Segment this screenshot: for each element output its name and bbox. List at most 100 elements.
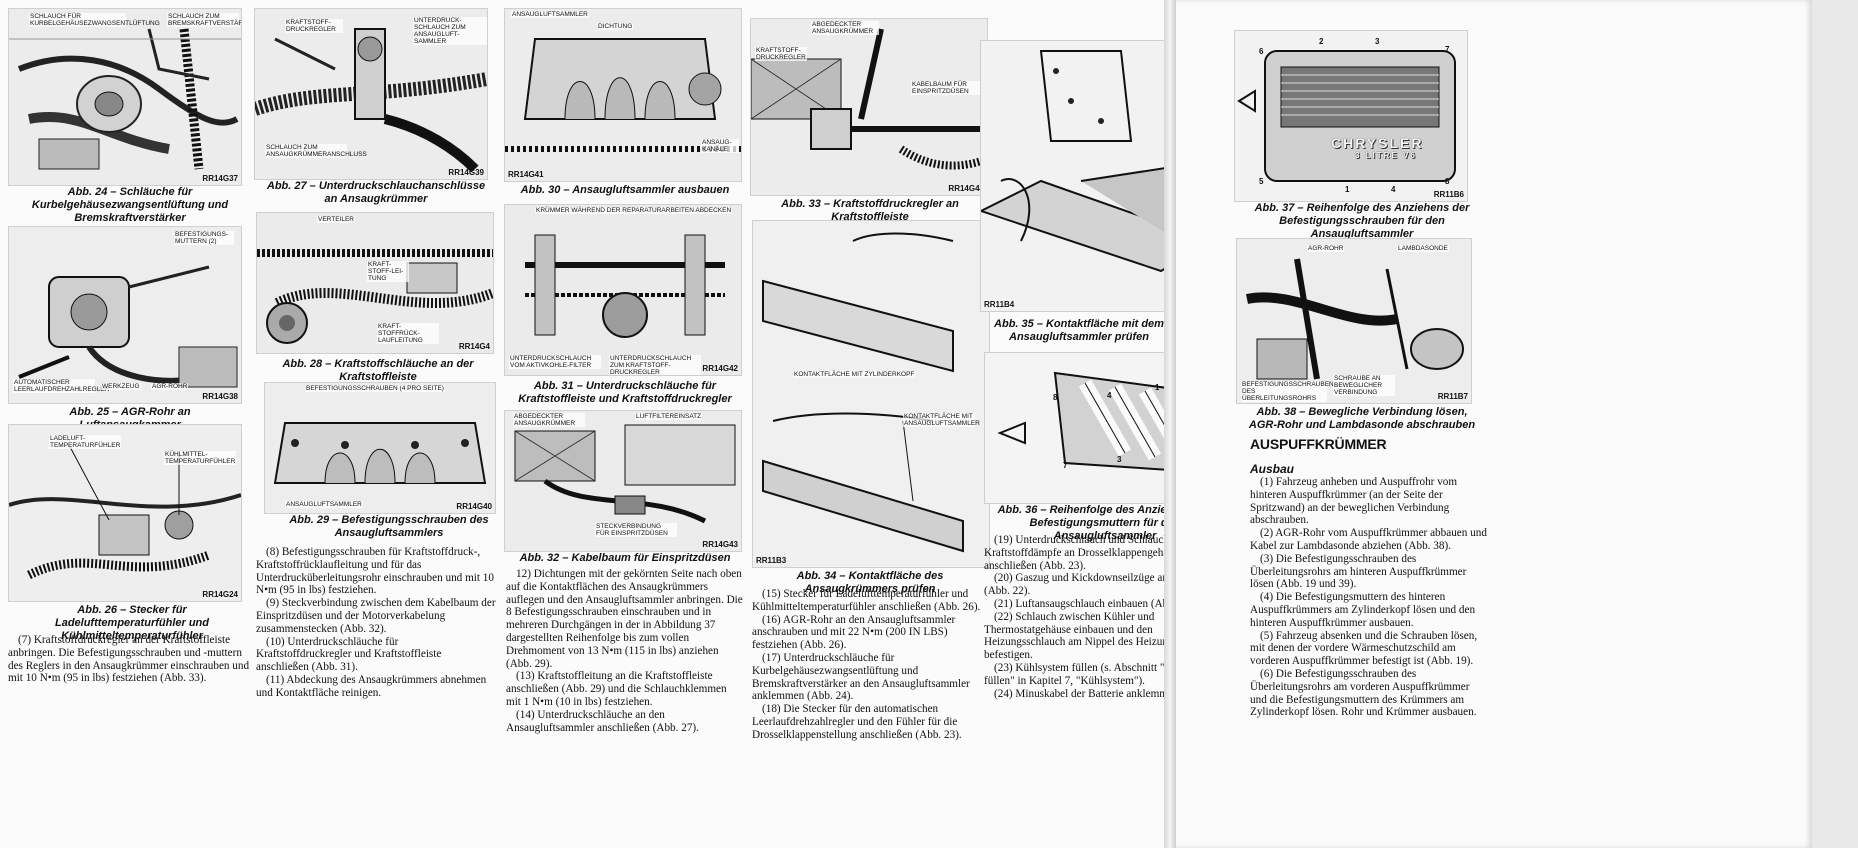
- figure-id: RR11B3: [756, 556, 787, 565]
- figure-id: RR14G4: [458, 342, 490, 351]
- sequence-number: 7: [1063, 461, 1068, 470]
- figure-caption: Abb. 30 – Ansaugluftsammler ausbauen: [520, 184, 730, 196]
- figure-caption: Abb. 36 – Reihenfolge des Anziehens der …: [997, 504, 1168, 542]
- left-page: SCHLAUCH FÜR KURBELGEHÄUSEZWANGSENTLÜFTU…: [0, 0, 1168, 848]
- sequence-number: 4: [1391, 185, 1396, 194]
- section-subheading: Ausbau: [1250, 462, 1295, 476]
- figure-abb-37: CHRYSLER 3 LITRE V6 6 2 3 7 5 1 4 8 RR11…: [1234, 30, 1468, 202]
- figure-abb-25: BEFESTIGUNGS-MUTTERN (2) AUTOMATISCHER L…: [8, 226, 242, 404]
- figure-abb-36: 8 4 1 5 7 3 2 6 RR11B5: [984, 352, 1168, 504]
- figure-callout: ABGEDECKTER ANSAUGKRÜMMER: [811, 21, 879, 35]
- text-column-4: (15) Stecker für Ladelufttemperaturfühle…: [752, 588, 990, 742]
- figure-callout: DICHTUNG: [597, 23, 634, 30]
- brand-logo: CHRYSLER: [1331, 135, 1424, 151]
- figure-callout: KRAFT-STOFFRÜCK-LAUFLEITUNG: [377, 323, 439, 344]
- text-column-2: (8) Befestigungsschrauben für Kraftstoff…: [256, 546, 496, 700]
- figure-abb-30: ANSAUGLUFTSAMMLER DICHTUNG ANSAUG-KANÄLE…: [504, 8, 742, 182]
- paragraph: (14) Unterdruckschläuche an den Ansauglu…: [506, 708, 699, 734]
- paragraph: (4) Die Befestigungsmuttern des hinteren…: [1250, 591, 1476, 629]
- engine-illustration: [9, 227, 241, 403]
- paragraph: (3) Die Befestigungsschrauben des Überle…: [1250, 552, 1467, 591]
- figure-callout: KRAFTSTOFF-DRUCKREGLER: [755, 47, 807, 61]
- paragraph: (19) Unterdruckschlauch und Schlauch für…: [984, 534, 1168, 572]
- figure-callout: SCHLAUCH ZUM BREMSKRAFTVERSTÄRKER: [167, 13, 241, 27]
- figure-abb-33: ABGEDECKTER ANSAUGKRÜMMER KRAFTSTOFF-DRU…: [750, 18, 988, 196]
- sequence-number: 7: [1445, 45, 1450, 54]
- sequence-number: 8: [1053, 393, 1058, 402]
- figure-abb-31: KRÜMMER WÄHREND DER REPARATURARBEITEN AB…: [504, 204, 742, 376]
- paragraph: (13) Kraftstoffleitung an die Kraftstoff…: [506, 670, 727, 708]
- figure-caption: Abb. 38 – Bewegliche Verbindung lösen, A…: [1248, 406, 1476, 431]
- figure-callout: KÜHLMITTEL-TEMPERATURFÜHLER: [164, 451, 236, 465]
- figure-callout: ANSAUGLUFTSAMMLER: [285, 501, 363, 508]
- figure-callout: AGR-ROHR: [1307, 245, 1345, 252]
- text-column-6: (1) Fahrzeug anheben und Auspuffrohr vom…: [1250, 476, 1488, 719]
- figure-abb-28: VERTEILER KRAFT-STOFF-LEI-TUNG KRAFT-STO…: [256, 212, 494, 354]
- engine-illustration: [257, 213, 493, 353]
- figure-callout: AGR-ROHR: [151, 383, 189, 390]
- page-gutter: [1164, 0, 1176, 848]
- figure-callout: AUTOMATISCHER LEERLAUFDREHZAHLREGLER: [13, 379, 110, 393]
- sequence-number: 8: [1445, 177, 1450, 186]
- sequence-number: 5: [1259, 177, 1264, 186]
- paragraph: (23) Kühlsystem füllen (s. Abschnitt "Kü…: [984, 661, 1168, 687]
- paragraph: (8) Befestigungsschrauben für Kraftstoff…: [256, 546, 494, 597]
- sequence-number: 1: [1155, 383, 1160, 392]
- paragraph: (1) Fahrzeug anheben und Auspuffrohr vom…: [1250, 476, 1458, 527]
- figure-abb-34: KONTAKTFLÄCHE MIT ZYLINDERKOPF KONTAKTFL…: [752, 220, 990, 568]
- figure-callout: KONTAKTFLÄCHE MIT ZYLINDERKOPF: [793, 371, 916, 378]
- engine-illustration: [505, 9, 741, 181]
- gasket-illustration: [985, 353, 1168, 503]
- paragraph: (7) Kraftstoffdruckregler an der Kraftst…: [8, 634, 250, 685]
- figure-id: RR14G42: [702, 364, 738, 373]
- figure-id: RR14G44: [948, 184, 984, 193]
- figure-callout: UNTERDRUCKSCHLAUCH VOM AKTIVKOHLE-FILTER: [509, 355, 601, 369]
- paragraph: (10) Unterdruckschläuche für Kraftstoffd…: [256, 635, 442, 674]
- figure-id: RR14G38: [202, 392, 238, 401]
- right-page: CHRYSLER 3 LITRE V6 6 2 3 7 5 1 4 8 RR11…: [1172, 0, 1812, 848]
- figure-abb-24: SCHLAUCH FÜR KURBELGEHÄUSEZWANGSENTLÜFTU…: [8, 8, 242, 186]
- paragraph: 12) Dichtungen mit der gekörnten Seite n…: [506, 568, 743, 670]
- paragraph: (16) AGR-Rohr an den Ansaugluftsammler a…: [752, 613, 956, 652]
- figure-callout: BEFESTIGUNGSSCHRAUBEN DES ÜBERLEITUNGSRO…: [1241, 381, 1334, 402]
- figure-caption: Abb. 37 – Reihenfolge des Anziehens der …: [1254, 202, 1470, 240]
- brand-logo: 3 LITRE V6: [1355, 151, 1417, 160]
- figure-abb-35: RR11B4: [980, 40, 1168, 312]
- sequence-number: 4: [1107, 391, 1112, 400]
- section-heading: AUSPUFFKRÜMMER: [1250, 436, 1387, 452]
- paragraph: (18) Die Stecker für den automatischen L…: [752, 703, 962, 741]
- figure-callout: UNTERDRUCKSCHLAUCH ZUM KRAFTSTOFF-DRUCKR…: [609, 355, 701, 375]
- engine-illustration: [9, 9, 241, 185]
- figure-caption: Abb. 31 – Unterdruckschläuche für Krafts…: [518, 380, 732, 405]
- paragraph: (9) Steckverbindung zwischen dem Kabelba…: [256, 597, 496, 635]
- figure-callout: BEFESTIGUNGSSCHRAUBEN (4 PRO SEITE): [305, 385, 445, 392]
- figure-caption: Abb. 27 – Unterdruckschlauchanschlüsse a…: [266, 180, 486, 205]
- sequence-number: 3: [1375, 37, 1380, 46]
- text-column-1: (7) Kraftstoffdruckregler an der Kraftst…: [8, 634, 250, 685]
- figure-callout: BEFESTIGUNGS-MUTTERN (2): [174, 231, 234, 245]
- figure-callout: KRAFTSTOFF-DRUCKREGLER: [285, 19, 343, 33]
- figure-id: RR11B4: [984, 300, 1015, 309]
- figure-callout: KRAFT-STOFF-LEI-TUNG: [367, 261, 409, 282]
- figure-callout: ABGEDECKTER ANSAUGKRÜMMER: [513, 413, 585, 427]
- figure-id: RR14G43: [702, 540, 738, 549]
- figure-callout: KRÜMMER WÄHREND DER REPARATURARBEITEN AB…: [535, 207, 733, 214]
- figure-id: RR14G24: [202, 590, 238, 599]
- paragraph: (2) AGR-Rohr vom Auspuffkrümmer abbauen …: [1250, 527, 1487, 552]
- figure-callout: UNTERDRUCK-SCHLAUCH ZUM ANSAUGLUFT-SAMML…: [413, 17, 487, 45]
- figure-abb-29: BEFESTIGUNGSSCHRAUBEN (4 PRO SEITE) ANSA…: [264, 382, 496, 514]
- figure-caption: Abb. 35 – Kontaktfläche mit dem Ansauglu…: [994, 318, 1164, 343]
- paragraph: (24) Minuskabel der Batterie anklemmen.: [994, 687, 1168, 700]
- engine-illustration: [265, 383, 495, 513]
- figure-callout: KONTAKTFLÄCHE MIT ANSAUGLUFTSAMMLER: [903, 413, 980, 427]
- sequence-number: 1: [1345, 185, 1350, 194]
- text-column-3: 12) Dichtungen mit der gekörnten Seite n…: [506, 568, 744, 734]
- engine-illustration: [751, 19, 987, 195]
- figure-id: RR11B6: [1433, 190, 1464, 199]
- paragraph: (22) Schlauch zwischen Kühler und Thermo…: [984, 610, 1168, 662]
- intake-plenum-illustration: [1235, 31, 1467, 201]
- figure-callout: LUFTFILTEREINSATZ: [635, 413, 703, 420]
- paragraph: (20) Gaszug und Kickdownseilzüge anbring…: [984, 572, 1168, 598]
- figure-caption: Abb. 28 – Kraftstoffschläuche an der Kra…: [282, 358, 474, 383]
